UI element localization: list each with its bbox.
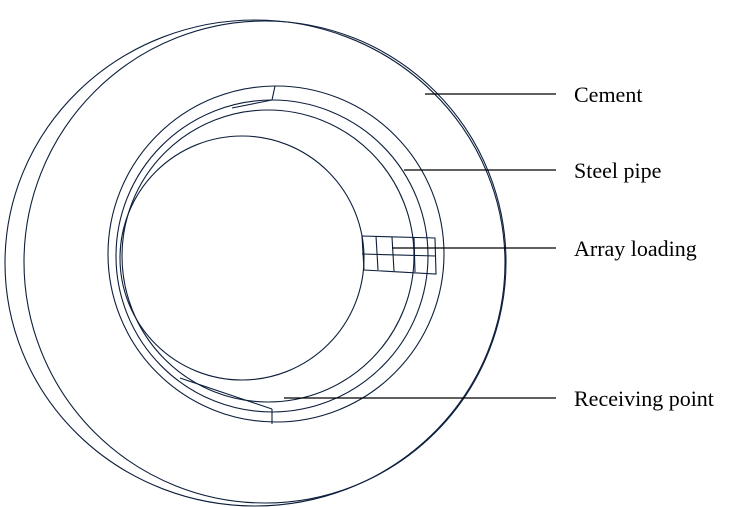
ring-segment-top xyxy=(271,85,276,101)
array-loading-patch xyxy=(361,235,437,275)
array-loading-label: Array loading xyxy=(574,236,697,261)
steel-pipe-inner-edge xyxy=(115,99,429,413)
steel-pipe-ring xyxy=(107,85,445,423)
pipe-inner-wall xyxy=(121,109,415,403)
cement-front-face xyxy=(23,20,507,504)
cement-side-wall xyxy=(4,19,506,507)
receiving-point-label: Receiving point xyxy=(574,386,714,411)
bore-hole xyxy=(119,135,365,381)
inner-segment-bottom xyxy=(179,377,273,410)
cement-label: Cement xyxy=(574,82,642,107)
inner-segment-top xyxy=(231,99,273,109)
steel-pipe-label: Steel pipe xyxy=(574,158,661,183)
